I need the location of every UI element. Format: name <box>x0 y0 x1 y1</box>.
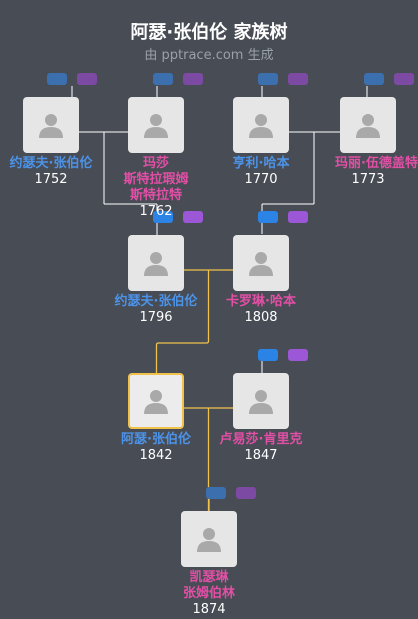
person-avatar[interactable] <box>128 97 184 153</box>
person-name: 玛丽·伍德盖特 <box>335 156 418 171</box>
person-silhouette-icon <box>249 114 273 138</box>
person-birth-year: 1773 <box>351 172 385 187</box>
chart-subtitle: 由 pptrace.com 生成 <box>144 48 274 63</box>
person-silhouette-icon <box>249 390 273 414</box>
mother-button[interactable] <box>77 73 97 85</box>
mother-button[interactable] <box>288 73 308 85</box>
father-button[interactable] <box>258 211 278 223</box>
person-name: 斯特拉特 <box>129 188 182 203</box>
father-button[interactable] <box>153 211 173 223</box>
person-silhouette-icon <box>144 390 168 414</box>
mother-button[interactable] <box>183 211 203 223</box>
person-avatar[interactable] <box>23 97 79 153</box>
chart-title: 阿瑟·张伯伦 家族树 <box>130 22 288 43</box>
person-avatar-selected[interactable] <box>128 373 184 429</box>
person-avatar[interactable] <box>340 97 396 153</box>
mother-button[interactable] <box>288 349 308 361</box>
person-name: 斯特拉瑕姆 <box>123 172 189 187</box>
person-avatar[interactable] <box>181 511 237 567</box>
person-silhouette-icon <box>197 528 221 552</box>
person-birth-year: 1842 <box>139 448 173 463</box>
mother-button[interactable] <box>236 487 256 499</box>
person-name: 阿瑟·张伯伦 <box>121 432 191 447</box>
person-birth-year: 1796 <box>139 310 173 325</box>
father-button[interactable] <box>364 73 384 85</box>
person-birth-year: 1847 <box>244 448 278 463</box>
father-button[interactable] <box>153 73 173 85</box>
person-avatar[interactable] <box>233 97 289 153</box>
mother-button[interactable] <box>394 73 414 85</box>
mother-button[interactable] <box>183 73 203 85</box>
person-avatar[interactable] <box>233 235 289 291</box>
person-name: 亨利·哈本 <box>232 156 290 171</box>
person-birth-year: 1752 <box>34 172 68 187</box>
person-silhouette-icon <box>39 114 63 138</box>
person-name: 约瑟夫·张伯伦 <box>114 294 198 309</box>
father-button[interactable] <box>258 349 278 361</box>
person-name: 玛莎 <box>142 156 169 171</box>
mother-button[interactable] <box>288 211 308 223</box>
father-button[interactable] <box>258 73 278 85</box>
father-button[interactable] <box>47 73 67 85</box>
person-birth-year: 1874 <box>192 602 226 617</box>
person-silhouette-icon <box>144 114 168 138</box>
person-name: 凯瑟琳 <box>189 570 229 585</box>
person-avatar[interactable] <box>233 373 289 429</box>
person-avatar[interactable] <box>128 235 184 291</box>
person-birth-year: 1770 <box>244 172 278 187</box>
person-silhouette-icon <box>144 252 168 276</box>
person-birth-year: 1762 <box>139 204 173 219</box>
person-name: 约瑟夫·张伯伦 <box>9 156 93 171</box>
person-name: 卡罗琳·哈本 <box>226 294 296 309</box>
person-silhouette-icon <box>356 114 380 138</box>
person-name: 卢易莎·肯里克 <box>219 432 303 447</box>
person-name: 张姆伯林 <box>182 586 235 601</box>
person-birth-year: 1808 <box>244 310 278 325</box>
father-button[interactable] <box>206 487 226 499</box>
person-silhouette-icon <box>249 252 273 276</box>
